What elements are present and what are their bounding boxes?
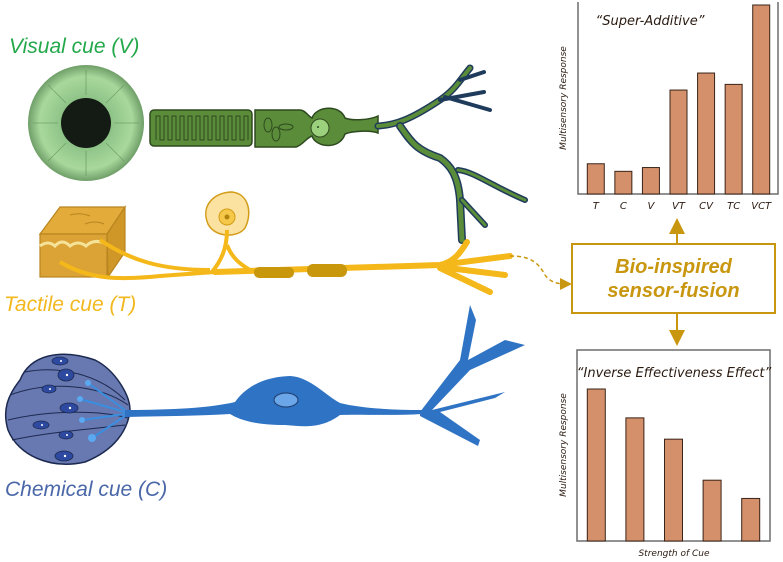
tick-label-t: T (593, 201, 600, 212)
super-additive-chart: “Super-Additive” Multisensory Response T… (559, 2, 779, 212)
tick-label-vt: VT (672, 201, 686, 212)
tick-label-vct: VCT (751, 201, 772, 212)
photoreceptor-cell (149, 107, 379, 148)
chemical-cue-label: Chemical cue (C) (5, 478, 168, 501)
skin-block-icon (38, 205, 127, 279)
chart1-ylabel: Multisensory Response (559, 46, 569, 150)
visual-pathway (28, 64, 528, 244)
inverse-effectiveness-chart: “Inverse Effectiveness Effect” Multisens… (559, 349, 772, 559)
bar-4 (702, 479, 722, 542)
bar-c (614, 170, 633, 195)
sensor-fusion-box: Bio-inspired sensor-fusion (571, 243, 776, 314)
tactile-pathway (38, 191, 513, 295)
tick-label-v: V (648, 201, 656, 212)
tick-label-c: C (620, 201, 627, 212)
chemical-pathway (4, 305, 525, 465)
chart2-xlabel: Strength of Cue (638, 549, 710, 559)
fusion-title-line2: sensor-fusion (607, 279, 740, 302)
olfactory-epithelium-icon (4, 353, 131, 465)
tick-label-cv: CV (699, 201, 714, 212)
connector-arrows (509, 218, 685, 346)
bar-1 (586, 388, 606, 542)
chart2-ylabel: Multisensory Response (559, 393, 569, 497)
chemical-neuron (125, 305, 525, 446)
bar-2 (625, 417, 645, 542)
visual-neuron-dendrites (374, 64, 528, 244)
bar-vt (669, 89, 688, 195)
eye-iris-icon (28, 65, 144, 181)
bar-cv (697, 72, 716, 195)
bar-5 (741, 497, 761, 542)
fusion-title-line1: Bio-inspired (615, 255, 732, 278)
bar-t (586, 163, 605, 195)
chart2-title: “Inverse Effectiveness Effect” (577, 366, 772, 381)
chart1-bars (586, 4, 771, 195)
bar-3 (664, 438, 683, 542)
bar-v (641, 167, 660, 195)
tick-label-tc: TC (727, 201, 740, 212)
dashed-arrow (509, 255, 572, 290)
visual-cue-label: Visual cue (V) (9, 35, 140, 58)
bar-vct (752, 4, 771, 195)
tactile-axon (212, 239, 513, 295)
chart1-title: “Super-Additive” (596, 14, 705, 29)
bar-tc (724, 83, 743, 195)
tactile-ganglion-cell (205, 191, 252, 274)
chart2-bars (586, 388, 761, 542)
tactile-cue-label: Tactile cue (T) (4, 293, 137, 316)
tactile-nerve-fibers (58, 238, 216, 281)
